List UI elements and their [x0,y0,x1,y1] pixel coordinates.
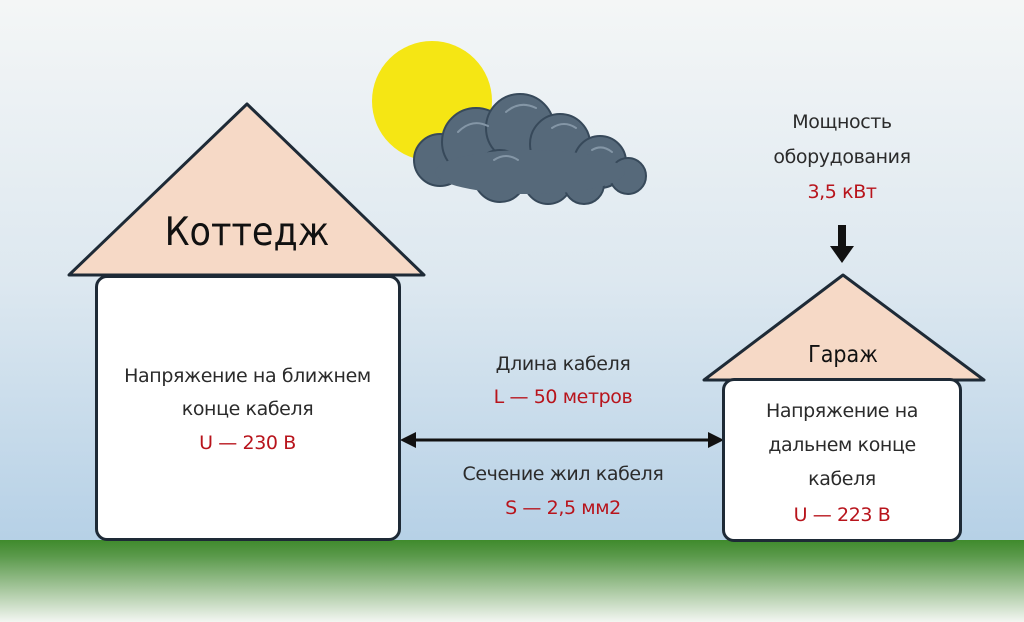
cable-section-label: Сечение жил кабеля [462,463,664,485]
garage-voltage-label-line3: кабеля [808,468,876,490]
cable-length-label: Длина кабеля [495,353,631,375]
cable-double-arrow [400,432,724,448]
garage-voltage-label-line1: Напряжение на [765,400,918,422]
cable-section-value: S — 2,5 мм2 [505,497,621,519]
garage-voltage-value: U — 223 В [793,504,891,526]
ground [0,540,1024,622]
cottage-wall [95,275,401,541]
power-value: 3,5 кВт [807,181,877,203]
down-arrow-icon [830,225,854,263]
cottage-voltage-value: U — 230 В [199,432,296,454]
cottage-voltage-label-line2: конце кабеля [181,398,314,420]
power-label-line1: Мощность [792,111,892,133]
garage-title: Гараж [808,342,878,368]
cottage-voltage-label-line1: Напряжение на ближнем [124,365,371,387]
cloud-icon [413,93,647,205]
cloud-highlight [457,103,613,161]
garage-wall [722,378,962,542]
cable-length-value: L — 50 метров [493,386,633,408]
garage-voltage-label-line2: дальнем конце [768,434,916,456]
power-label-line2: оборудования [773,146,911,168]
cottage-title: Коттедж [164,210,330,255]
